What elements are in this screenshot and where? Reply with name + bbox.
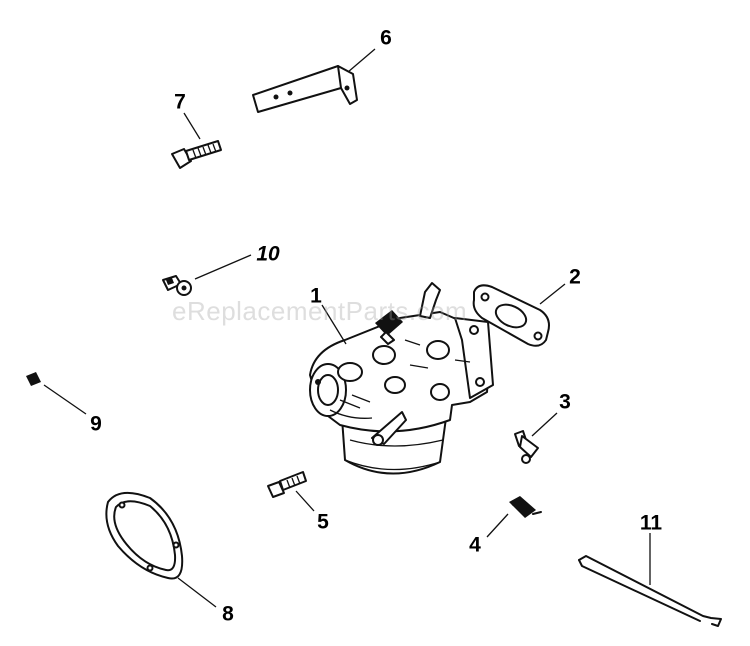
callout-11: 11 (639, 511, 663, 535)
leader-line-2 (539, 283, 566, 305)
callout-8: 8 (222, 602, 234, 626)
watermark: eReplacementParts.com (172, 296, 468, 326)
part-5-screw[interactable] (267, 471, 307, 498)
part-7-screw[interactable] (171, 140, 222, 169)
callout-4: 4 (469, 533, 481, 557)
leader-line-3 (531, 412, 558, 437)
callout-3: 3 (559, 390, 571, 414)
leader-line-1 (321, 304, 347, 345)
leader-line-8 (177, 577, 217, 608)
leader-line-9 (43, 384, 87, 415)
part-10-fitting[interactable] (162, 275, 192, 296)
part-2-gasket[interactable] (472, 284, 550, 347)
part-8-gasket[interactable] (105, 491, 184, 580)
callout-2: 2 (569, 265, 581, 289)
callout-9: 9 (90, 412, 102, 436)
callout-1: 1 (310, 284, 322, 308)
part-9-plug[interactable] (26, 372, 41, 386)
callout-10: 10 (256, 242, 280, 266)
callout-6: 6 (380, 26, 392, 50)
leader-line-10 (194, 254, 252, 280)
part-3-jet[interactable] (514, 430, 539, 464)
leader-line-5 (295, 490, 315, 512)
part-11-link-rod[interactable] (578, 555, 722, 627)
callout-5: 5 (317, 510, 329, 534)
leader-line-7 (183, 112, 201, 140)
part-4-needle[interactable] (509, 496, 542, 518)
part-1-carburetor[interactable] (309, 282, 494, 475)
leader-line-4 (486, 513, 509, 538)
part-6-bracket[interactable] (252, 65, 358, 113)
callout-7: 7 (174, 90, 186, 114)
leader-line-6 (347, 48, 376, 73)
